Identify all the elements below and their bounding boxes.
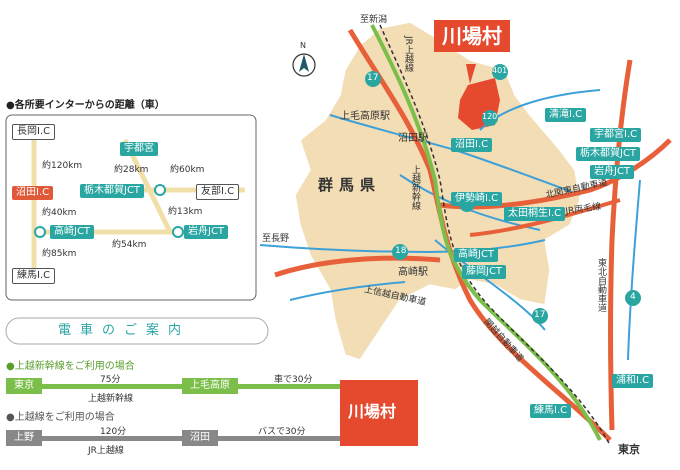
line-jr-joetsu: JR上越線 xyxy=(403,36,413,72)
dp-node-tomobe: 友部I.C xyxy=(196,184,240,200)
dp-dist-120: 約120km xyxy=(42,161,83,171)
destination-box xyxy=(340,380,418,446)
dp-node-takasaki: 高崎JCT xyxy=(50,225,95,239)
line-tohoku: 東北自動車道 xyxy=(596,258,606,312)
dp-dist-13: 約13km xyxy=(168,207,203,217)
route1-line: 上越新幹線 xyxy=(88,394,134,404)
dp-node-nagaoka: 長岡I.C xyxy=(12,124,56,140)
station-jomokogen: 上毛高原駅 xyxy=(340,111,390,122)
route1-heading: ●上越新幹線をご利用の場合 xyxy=(6,361,135,372)
distance-panel-title: ●各所要インターからの距離（車） xyxy=(6,100,165,111)
route-18-shield xyxy=(392,244,408,260)
train-title-box xyxy=(5,317,269,345)
nagano-direction: 至長野 xyxy=(262,234,290,244)
route2-from: 上野 xyxy=(6,430,42,446)
route1-to: 上毛高原 xyxy=(182,378,238,394)
tokyo-direction: 東京 xyxy=(618,443,640,456)
ic-urawa: 浦和I.C xyxy=(612,374,654,388)
dp-node-utsunomiya: 宇都宮 xyxy=(120,142,158,156)
route-401-shield xyxy=(492,64,508,80)
route1-from: 東京 xyxy=(6,378,42,394)
line-shinkansen: 上越新幹線 xyxy=(410,165,420,210)
route1-transfer: 車で30分 xyxy=(274,375,313,385)
route1-time: 75分 xyxy=(100,375,121,385)
distance-panel-frame xyxy=(5,114,257,301)
ic-ota: 太田桐生I.C xyxy=(504,207,566,221)
ic-nerima: 練馬I.C xyxy=(530,404,572,418)
destination-title: 川場村 xyxy=(434,20,510,52)
prefecture-label: 群馬県 xyxy=(318,176,382,194)
ic-fujioka-jct: 藤岡JCT xyxy=(462,265,507,279)
compass-arrow xyxy=(299,54,309,72)
route2-heading: ●上越線をご利用の場合 xyxy=(6,412,115,423)
dp-dist-40: 約40km xyxy=(42,208,77,218)
river-7 xyxy=(627,179,641,361)
route2-transfer: バスで30分 xyxy=(258,427,306,437)
route-17-shield-bottom xyxy=(532,308,548,324)
route-401-label: 401 xyxy=(492,66,508,75)
train-title: 電車のご案内 xyxy=(58,323,191,338)
dp-dist-60: 約60km xyxy=(170,165,205,175)
route-17-top-label: 17 xyxy=(367,73,379,83)
route-18-label: 18 xyxy=(395,246,407,256)
joshinetsu-expressway xyxy=(274,255,441,278)
route-4-label: 4 xyxy=(630,292,636,302)
route-17-bottom-label: 17 xyxy=(534,310,546,320)
kitakanto-expressway xyxy=(439,138,672,210)
destination-pin-pointer xyxy=(466,64,476,84)
dp-node-iwafune: 岩舟JCT xyxy=(184,225,229,239)
river-2 xyxy=(259,239,546,254)
niigata-direction: 至新潟 xyxy=(360,15,388,25)
ic-numata: 沼田I.C xyxy=(451,138,493,152)
train-destination: 川場村 xyxy=(348,402,397,421)
dp-node-nerima: 練馬I.C xyxy=(12,268,56,284)
route-4-shield xyxy=(625,290,641,306)
route-17-shield-top xyxy=(365,71,381,87)
dp-dist-54: 約54km xyxy=(112,240,147,250)
dp-dist-85: 約85km xyxy=(42,249,77,259)
river-6 xyxy=(289,281,406,301)
ic-isesaki: 伊勢崎I.C xyxy=(451,192,503,206)
ic-utsunomiya: 宇都宮I.C xyxy=(590,128,642,142)
route-120-shield xyxy=(482,110,498,126)
route2-to: 沼田 xyxy=(182,430,218,446)
route-120-label: 120 xyxy=(482,112,498,121)
ic-takasaki-jct: 高崎JCT xyxy=(454,248,499,262)
ic-tochigi-tsuga: 栃木都賀JCT xyxy=(576,147,641,161)
tohoku-expressway xyxy=(608,59,633,431)
compass-label: N xyxy=(300,41,306,50)
ic-seiryu: 清滝I.C xyxy=(545,108,587,122)
dp-node-numata: 沼田I.C xyxy=(12,186,54,200)
ic-iwafune: 岩舟JCT xyxy=(590,165,635,179)
station-numata: 沼田駅 xyxy=(398,133,428,144)
dp-node-tochigi-tsuga: 栃木都賀JCT xyxy=(80,184,145,198)
route2-line: JR上越線 xyxy=(88,446,124,456)
joetsu-shinkansen-line xyxy=(370,24,602,441)
ryomo-connector xyxy=(469,198,621,237)
dp-dist-28: 約28km xyxy=(114,165,149,175)
station-takasaki: 高崎駅 xyxy=(398,267,428,278)
route2-time: 120分 xyxy=(100,427,127,437)
